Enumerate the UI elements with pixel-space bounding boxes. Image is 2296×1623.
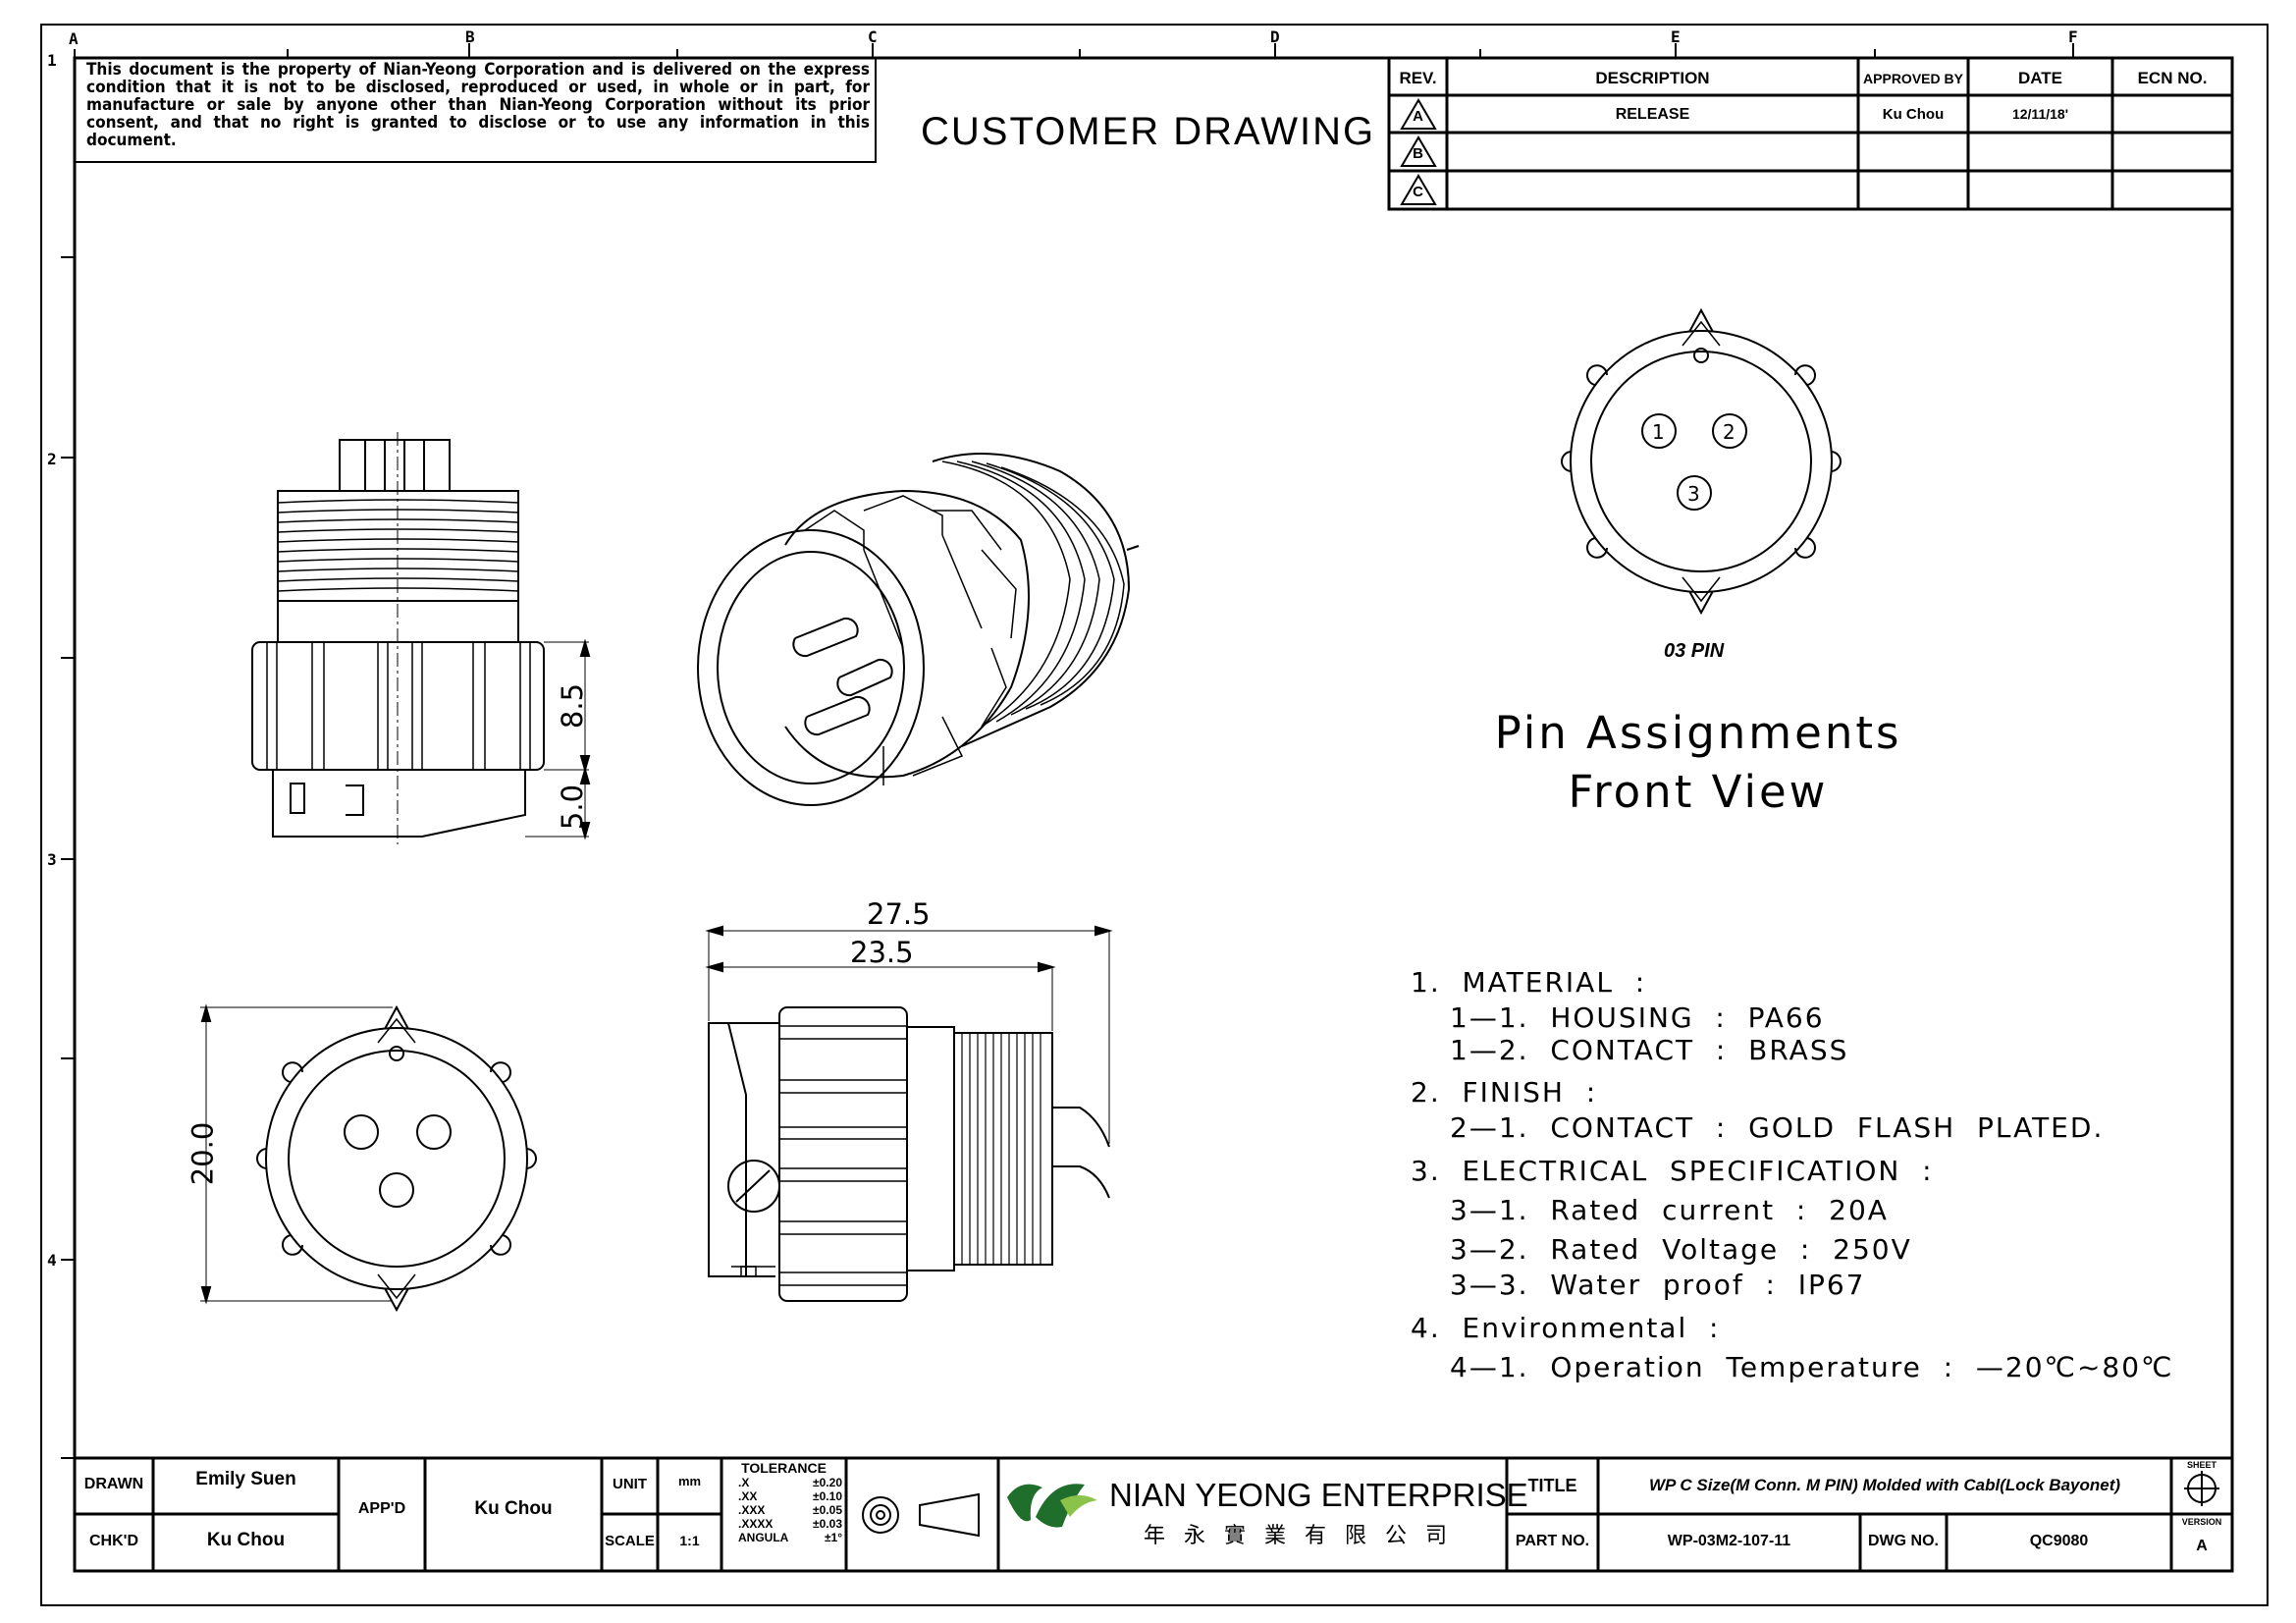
drawing-type-title: CUSTOMER DRAWING <box>921 110 1376 153</box>
tol-value: ±1° <box>824 1531 842 1544</box>
drawn-by: Emily Suen <box>195 1469 296 1489</box>
isometric-view <box>697 453 1140 806</box>
sheet-label: SHEET <box>2186 1460 2216 1470</box>
spec-line: 1. MATERIAL : <box>1411 966 1647 999</box>
zone-label-c: C <box>868 27 878 46</box>
spec-line: 3—1. Rated current : 20A <box>1450 1194 1889 1226</box>
version-value: A <box>2196 1538 2208 1554</box>
ecn-header: ECN NO. <box>2137 69 2208 87</box>
spec-line: 3—3. Water proof : IP67 <box>1450 1269 1866 1301</box>
pin-assignment-view <box>1561 307 1842 616</box>
description-header: DESCRIPTION <box>1595 69 1710 87</box>
length-view <box>705 925 1113 1302</box>
approved-by: Ku Chou <box>474 1498 553 1519</box>
pin-1-circle <box>1641 413 1677 449</box>
part-no-label: PART NO. <box>1515 1533 1590 1549</box>
pin-3-label: 3 <box>1687 482 1700 506</box>
sheet-symbol <box>2184 1471 2219 1506</box>
side-view <box>251 432 591 844</box>
company-logo <box>1007 1484 1097 1528</box>
spec-line: 3—2. Rated Voltage : 250V <box>1450 1233 1912 1266</box>
spec-line: 1—1. HOUSING : PA66 <box>1450 1001 1825 1034</box>
pin-2-label: 2 <box>1723 420 1735 444</box>
tol-key: .XXXX <box>738 1517 774 1531</box>
tolerance-label: TOLERANCE <box>741 1460 827 1476</box>
spec-line: 1—2. CONTACT : BRASS <box>1450 1034 1849 1066</box>
approved-label: APP'D <box>357 1500 406 1517</box>
tol-key: .XX <box>738 1489 758 1503</box>
checked-by: Ku Chou <box>206 1530 286 1550</box>
zone-label-b: B <box>465 27 475 46</box>
front-view <box>200 1003 537 1313</box>
dim-5-0: 5.0 <box>556 784 590 831</box>
revision-table-grid <box>1387 56 2234 211</box>
spec-line: 4—1. Operation Temperature : —20℃~80℃ <box>1450 1351 2174 1383</box>
tol-value: ±0.10 <box>813 1489 842 1503</box>
tol-value: ±0.03 <box>813 1517 842 1531</box>
spec-line: 2. FINISH : <box>1411 1076 1598 1109</box>
scale-label: SCALE <box>605 1533 655 1549</box>
projection-symbol <box>862 1492 980 1538</box>
rev-b-label: B <box>1413 145 1423 162</box>
tol-key: ANGULA <box>738 1531 789 1544</box>
rev-a-approved-by: Ku Chou <box>1882 106 1945 123</box>
rev-a-label: A <box>1413 108 1423 125</box>
zone-label-a: A <box>69 29 79 48</box>
spec-line: 4. Environmental : <box>1411 1312 1721 1344</box>
pin-2-circle <box>1712 413 1747 449</box>
tol-key: .X <box>738 1476 750 1489</box>
date-header: DATE <box>2017 69 2062 87</box>
zone-label-4: 4 <box>47 1251 57 1270</box>
title-block-grid <box>73 1456 2234 1573</box>
approved-by-header: APPROVED BY <box>1863 71 1963 86</box>
dwg-no-label: DWG NO. <box>1868 1533 1939 1549</box>
pin-count-caption: 03 PIN <box>1664 640 1725 662</box>
version-label: VERSION <box>2181 1517 2222 1527</box>
proprietary-notice: This document is the property of Nian-Ye… <box>86 60 870 150</box>
zone-label-e: E <box>1671 27 1681 46</box>
scale-value: 1:1 <box>679 1533 700 1548</box>
dim-8-5: 8.5 <box>556 682 590 730</box>
rev-a-date: 12/11/18' <box>2011 106 2069 122</box>
zone-label-d: D <box>1270 27 1280 46</box>
checked-label: CHK'D <box>88 1533 139 1549</box>
notice-box <box>74 57 877 163</box>
zone-label-3: 3 <box>47 850 57 869</box>
spec-line: 2—1. CONTACT : GOLD FLASH PLATED. <box>1450 1111 2105 1144</box>
drawing-title: WP C Size(M Conn. M PIN) Molded with Cab… <box>1648 1476 2121 1494</box>
dim-27-5: 27.5 <box>867 897 931 931</box>
tol-value: ±0.20 <box>813 1476 842 1489</box>
dwg-no: QC9080 <box>2029 1533 2089 1549</box>
dim-23-5: 23.5 <box>850 936 914 969</box>
rev-triangles <box>1400 98 1437 205</box>
zone-label-1: 1 <box>47 51 57 70</box>
title-label: TITLE <box>1527 1476 1577 1495</box>
spec-line: 3. ELECTRICAL SPECIFICATION : <box>1411 1155 1934 1187</box>
zone-label-f: F <box>2068 27 2078 46</box>
rev-c-label: C <box>1413 184 1423 200</box>
pin-1-label: 1 <box>1652 420 1665 444</box>
outer-frame <box>40 24 2269 1606</box>
rev-a-description: RELEASE <box>1615 106 1690 123</box>
tolerance-table: .X ±0.20 .XX ±0.10 .XXX ±0.05 .XXXX ±0.03 AN… <box>738 1476 842 1544</box>
part-no: WP-03M2-107-11 <box>1667 1533 1791 1549</box>
tol-value: ±0.05 <box>813 1503 842 1517</box>
unit-label: UNIT <box>613 1476 647 1492</box>
zone-label-2: 2 <box>47 450 57 468</box>
company-name: NIAN YEONG ENTERPRISE <box>1109 1477 1528 1513</box>
unit-value: mm <box>677 1474 702 1488</box>
front-view-title: Front View <box>1568 766 1829 818</box>
pin-3-circle <box>1677 475 1712 511</box>
tol-key: .XXX <box>738 1503 766 1517</box>
dim-20-0: 20.0 <box>186 1121 220 1186</box>
pin-assignments-title: Pin Assignments <box>1494 707 1902 759</box>
company-name-chinese: 年 永 實 業 有 限 公 司 <box>1144 1524 1453 1548</box>
drawn-label: DRAWN <box>83 1476 144 1492</box>
rev-header: REV. <box>1399 69 1437 87</box>
